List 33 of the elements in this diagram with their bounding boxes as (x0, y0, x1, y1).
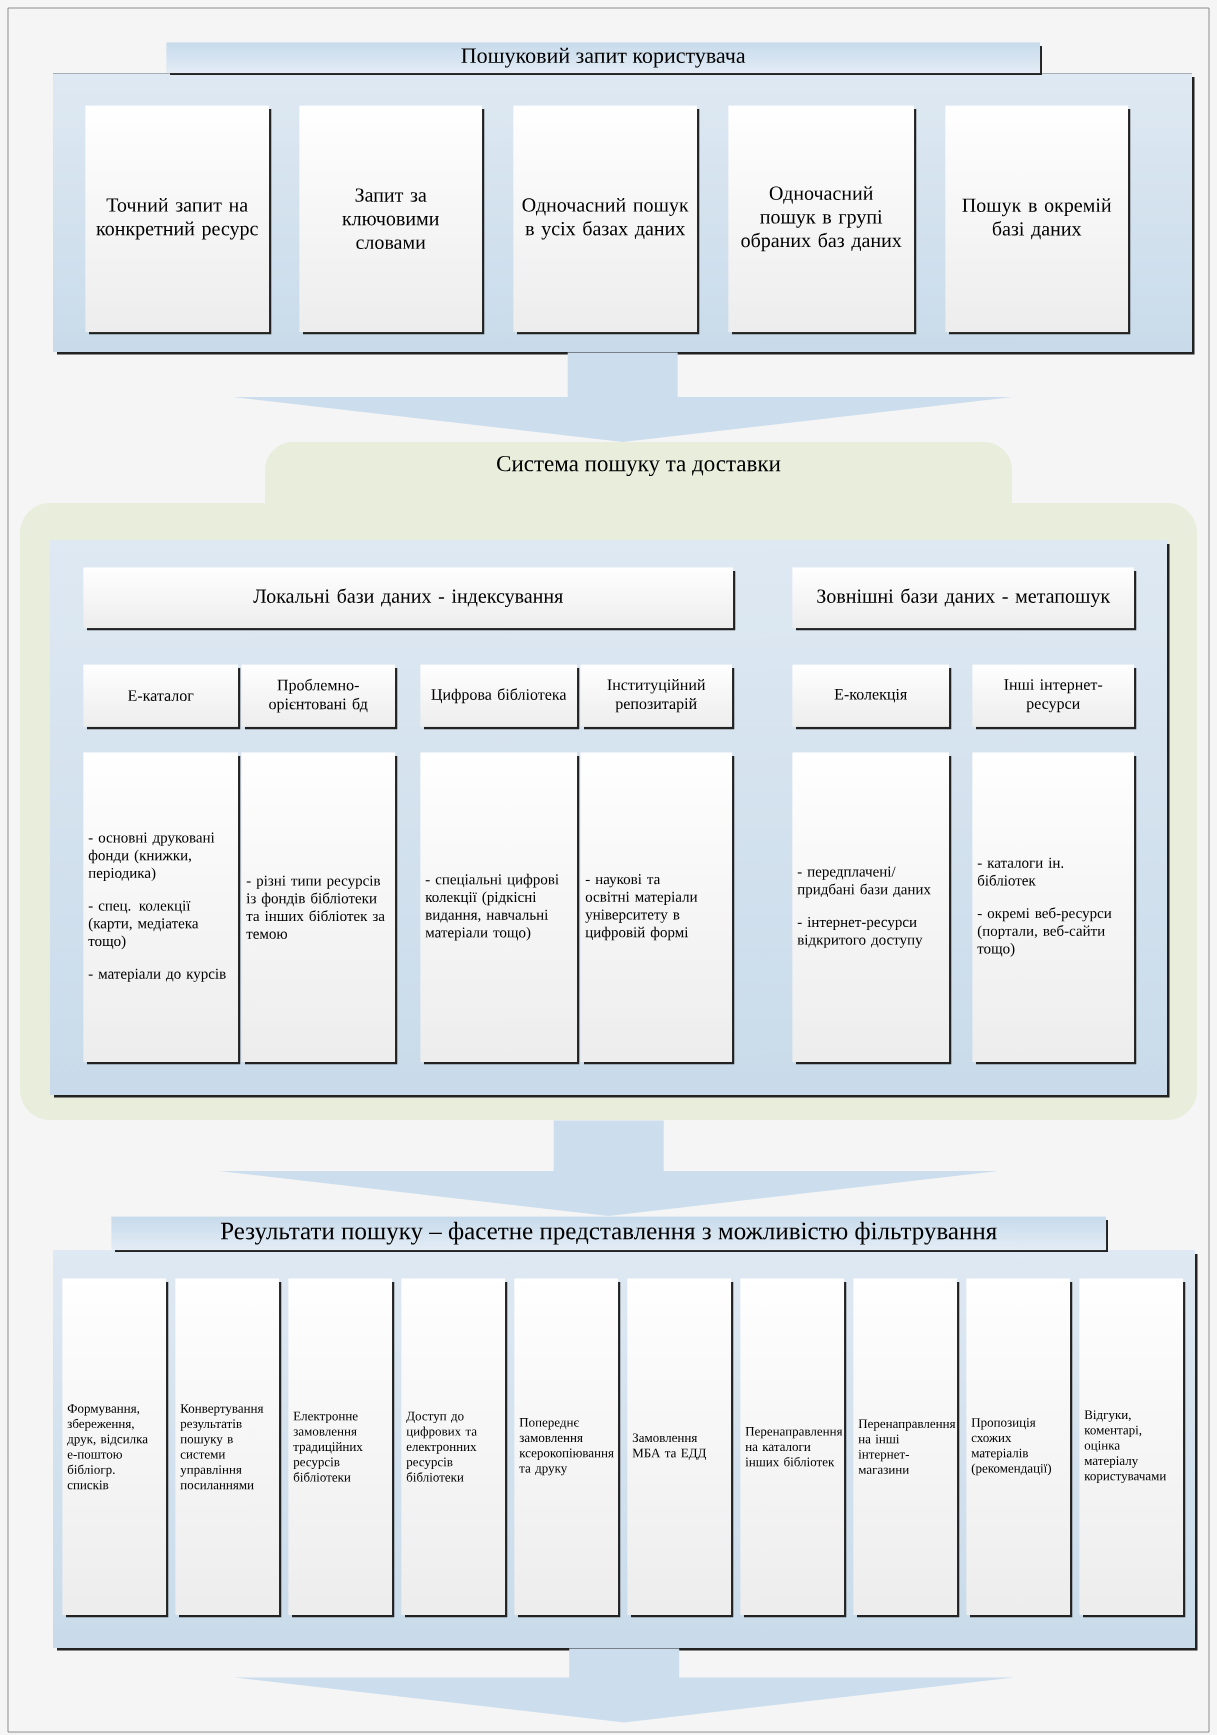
node-label: Система пошуку та доставки (497, 455, 781, 477)
text-box: Замовлення МБА та ЕДД (627, 1278, 734, 1618)
text-box: Пошук в окремій базі даних (945, 105, 1131, 335)
text-box: Конвертування результатів пошуку в системи управління посиланнями (175, 1278, 282, 1618)
text-box: - каталоги ін. бібліотек - окремі веб-ресурси (портали, веб-сайти тощо) (972, 752, 1137, 1065)
text-box: Зовнішні бази даних - метапошук (792, 567, 1137, 631)
text-box: Е-колекція (792, 664, 952, 730)
text-box: - різні типи ресурсів із фондів бібліотеки та інших бібліотек за темою (241, 752, 398, 1065)
text-box: Інституційний репозитарій (580, 664, 735, 730)
text-box: - передплачені/ придбані бази даних - інтернет-ресурси відкритого доступу (792, 752, 952, 1065)
text-box: Точний запит на конкретний ресурс (85, 105, 272, 335)
text-box: Одночасний пошук в групі обраних баз даних (728, 105, 917, 335)
text-box: - спеціальні цифрові колекції (рідкісні видання, навчальні матеріали тощо) (420, 752, 580, 1065)
text-box: Проблемно-орієнтовані бд (241, 664, 398, 730)
text-box: Доступ до цифрових та електронних ресурсів бібліотеки (401, 1278, 508, 1618)
text-box: Перенаправлення на інші інтернет-магазини (853, 1278, 960, 1618)
text-box: Одночасний пошук в усіх базах даних (513, 105, 700, 335)
text-box: Пропозиція схожих матеріалів (рекомендації) (966, 1278, 1073, 1618)
text-box: Електронне замовлення традиційних ресурсів бібліотеки (288, 1278, 395, 1618)
text-box: Відгуки, коментарі, оцінка матеріалу користувачами (1079, 1278, 1186, 1618)
text-box: - основні друковані фонди (книжки, періодика) - спец. колекції (карти, медіатека тощо) - матеріали до курсів (83, 752, 241, 1065)
text-box: Перенаправлення на каталоги інших бібліотек (740, 1278, 847, 1618)
text-box: Цифрова бібліотека (420, 664, 580, 730)
text-box: - наукові та освітні матеріали університету в цифровій формі (580, 752, 735, 1065)
text-box: Запит за ключовими словами (299, 105, 485, 335)
panel-header: Пошуковий запит користувача (166, 42, 1042, 75)
text-box: Локальні бази даних - індексування (83, 567, 736, 631)
text-box: Е-каталог (83, 664, 241, 730)
block-arrow (234, 1648, 1015, 1723)
text-box: Формування, збереження, друк, відсилка е-поштою бібліогр. списків (62, 1278, 169, 1618)
text-box: Попереднє замовлення ксерокопіювання та друку (514, 1278, 621, 1618)
panel-header: Результати пошуку – фасетне представлення з можливістю фільтрування (111, 1216, 1108, 1252)
text-box: Інші інтернет-ресурси (972, 664, 1137, 730)
